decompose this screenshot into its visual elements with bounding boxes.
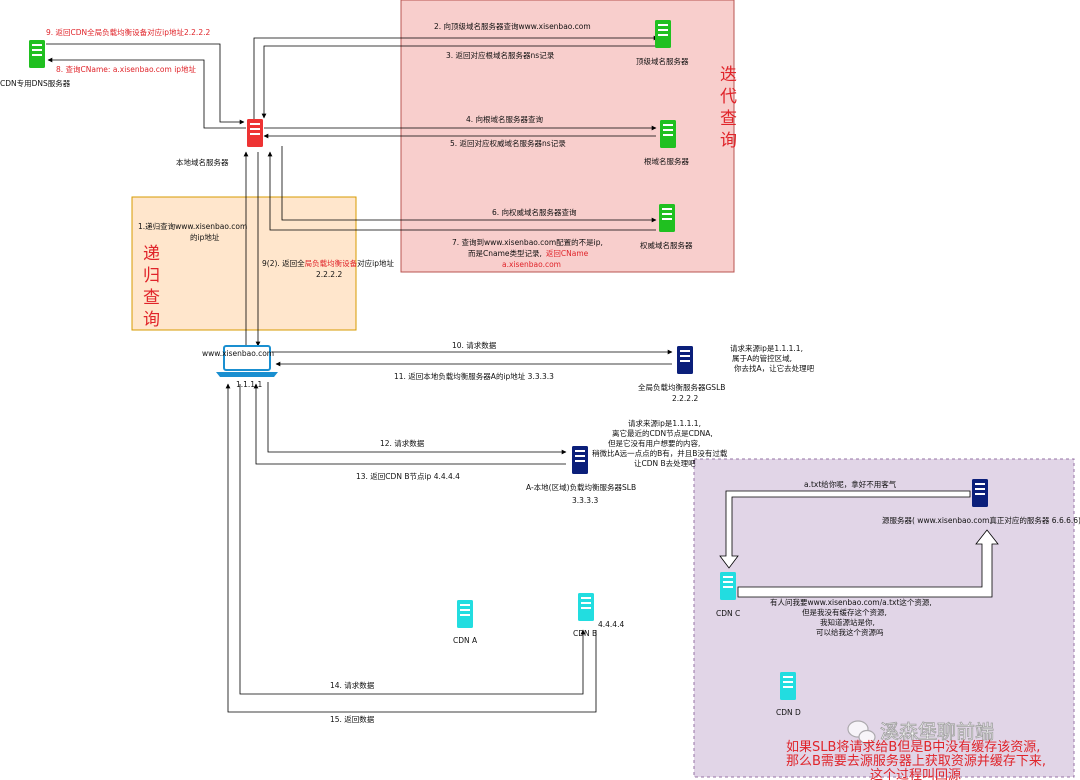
laptop-name-label: www.xisenbao.com xyxy=(202,349,274,358)
edge-1-label-line2: 的ip地址 xyxy=(190,232,220,242)
slb-note-line4: 稍微比A远一点点的B有，并且B没有过载 xyxy=(592,448,728,458)
origin-return-arrow xyxy=(719,490,971,569)
root-server-icon xyxy=(660,120,676,148)
authoritative-label: 权威域名服务器 xyxy=(640,240,693,250)
edge-13-label: 13. 返回CDN B节点ip 4.4.4.4 xyxy=(356,472,460,481)
gslb-note-line1: 请求来源ip是1.1.1.1, xyxy=(730,343,803,353)
cdnc-note-line4: 可以给我这个资源吗 xyxy=(816,627,884,637)
laptop-ip-label: 1.1.1.1 xyxy=(236,380,262,389)
edge-9b-label-line1: 9(2). 返回全局负载均衡设备对应ip地址 xyxy=(262,258,395,268)
recursive-label-2: 归 xyxy=(143,266,160,286)
arrow-14 xyxy=(239,384,586,695)
recursive-query-region xyxy=(131,196,357,331)
cdnc-note-line3: 我知道源站是你, xyxy=(820,617,875,627)
cdnc-note-line1: 有人问我要www.xisenbao.com/a.txt这个资源, xyxy=(770,597,932,607)
cdn-d-label: CDN D xyxy=(776,708,801,717)
iterative-label-3: 查 xyxy=(720,109,737,129)
gslb-label: 全局负载均衡服务器GSLB xyxy=(638,382,725,392)
arrow-8 xyxy=(47,57,246,129)
arrow-13 xyxy=(253,383,566,465)
arrow-9 xyxy=(46,43,245,125)
edge-6-label: 6. 向权威域名服务器查询 xyxy=(492,207,577,217)
recursive-label-3: 查 xyxy=(143,288,160,308)
slb-note-line3: 但是它没有用户想要的内容, xyxy=(608,438,700,448)
edge-3-label: 3. 返回对应根域名服务器ns记录 xyxy=(446,50,555,60)
bottom-note-line3: 这个过程叫回源 xyxy=(870,767,961,780)
cdn-a-server-icon xyxy=(457,600,473,628)
cdnc-note-line2: 但是我没有缓存这个资源, xyxy=(802,607,887,617)
arrow-3 xyxy=(261,45,658,119)
cdn-d-server-icon xyxy=(780,672,796,700)
cdn-dns-server-icon xyxy=(29,40,45,68)
arrow-2 xyxy=(253,35,659,122)
origin-label: 源服务器( www.xisenbao.com真正对应的服务器 6.6.6.6) xyxy=(882,515,1080,525)
edge-15-label: 15. 返回数据 xyxy=(330,714,375,724)
cdn-dns-label: CDN专用DNS服务器 xyxy=(0,78,71,88)
edge-1-label-line1: 1.递归查询www.xisenbao.com xyxy=(138,221,247,231)
iterative-label-2: 代 xyxy=(720,87,737,107)
watermark-text: 溪森堡聊前端 xyxy=(880,721,994,743)
origin-server-icon xyxy=(972,479,988,507)
slb-ip-label: 3.3.3.3 xyxy=(572,496,598,505)
edge-2-label: 2. 向顶级域名服务器查询www.xisenbao.com xyxy=(434,21,591,31)
bottom-note-line2: 那么B需要去源服务器上获取资源并缓存下来, xyxy=(786,753,1046,769)
bottom-note-line1: 如果SLB将请求给B但是B中没有缓存该资源, xyxy=(786,739,1040,755)
arrow-12 xyxy=(267,382,567,455)
edge-7-label-line3: a.xisenbao.com xyxy=(502,260,561,269)
edge-11-label: 11. 返回本地负载均衡服务器A的ip地址 3.3.3.3 xyxy=(394,371,554,381)
gslb-note-line2: 属于A的管控区域, xyxy=(732,353,792,363)
edge-4-label: 4. 向根域名服务器查询 xyxy=(466,114,544,124)
slb-note-line1: 请求来源ip是1.1.1.1, xyxy=(628,418,701,428)
edge-12-label: 12. 请求数据 xyxy=(380,438,425,448)
iterative-label-1: 迭 xyxy=(720,65,737,85)
top-level-label: 顶级域名服务器 xyxy=(636,56,689,66)
arrow-6 xyxy=(281,146,657,223)
gslb-note-line3: 你去找A，让它去处理吧 xyxy=(734,363,815,373)
wechat-watermark-icon xyxy=(847,720,876,745)
edge-10-label: 10. 请求数据 xyxy=(452,340,497,350)
arrow-15 xyxy=(225,383,597,713)
edge-8-label: 8. 查询CName: a.xisenbao.com ip地址 xyxy=(56,64,197,74)
origin-request-arrow xyxy=(737,529,999,598)
slb-note-line5: 让CDN B去处理吧 xyxy=(634,458,696,468)
iterative-label-4: 询 xyxy=(720,131,737,151)
gslb-ip-label: 2.2.2.2 xyxy=(672,394,698,403)
edge-7-label-line2: 而是Cname类型记录,返回CName xyxy=(468,248,589,258)
cdn-a-label: CDN A xyxy=(453,636,478,645)
cdn-b-ip-label: 4.4.4.4 xyxy=(598,620,624,629)
recursive-label-4: 询 xyxy=(143,310,160,330)
origin-reply-label: a.txt给你呢，拿好不用客气 xyxy=(804,479,897,489)
recursive-label-1: 递 xyxy=(143,244,160,264)
cdn-b-server-icon xyxy=(578,593,594,621)
local-dns-server-icon xyxy=(247,119,263,147)
gslb-server-icon xyxy=(677,346,693,374)
slb-server-icon xyxy=(572,446,588,474)
cdn-b-label: CDN B xyxy=(573,629,597,638)
cdn-c-server-icon xyxy=(720,572,736,600)
edge-7-label-line1: 7. 查询到www.xisenbao.com配置的不是ip, xyxy=(452,237,603,247)
local-dns-label: 本地域名服务器 xyxy=(176,157,229,167)
slb-label: A-本地(区域)负载均衡服务器SLB xyxy=(526,482,636,492)
authoritative-server-icon xyxy=(659,204,675,232)
edge-9-label: 9. 返回CDN全局负载均衡设备对应ip地址2.2.2.2 xyxy=(46,27,210,37)
slb-note-line2: 离它最近的CDN节点是CDNA, xyxy=(612,428,713,438)
cdn-c-label: CDN C xyxy=(716,609,740,618)
top-level-server-icon xyxy=(655,20,671,48)
edge-14-label: 14. 请求数据 xyxy=(330,680,375,690)
origin-fetch-region xyxy=(693,458,1075,778)
edge-9b-label-line2: 2.2.2.2 xyxy=(316,270,342,279)
root-label: 根域名服务器 xyxy=(644,156,689,166)
arrow-7 xyxy=(267,151,656,231)
edge-5-label: 5. 返回对应权威域名服务器ns记录 xyxy=(450,138,566,148)
laptop-icon xyxy=(216,345,278,377)
